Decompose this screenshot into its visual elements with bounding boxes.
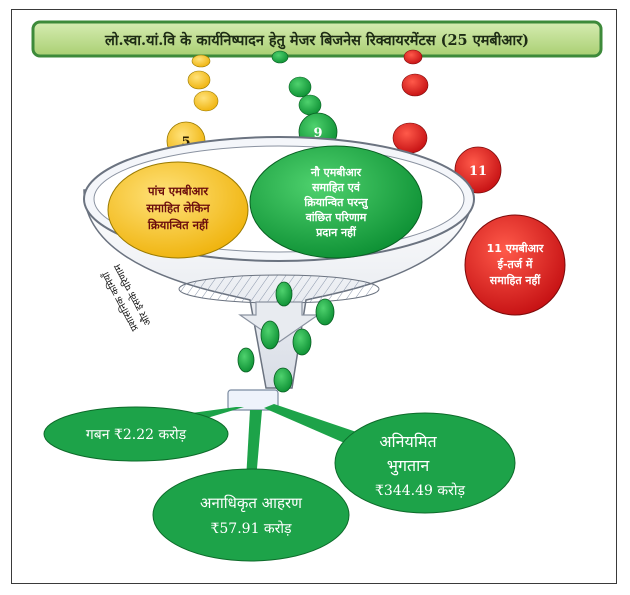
title-text: लो.स्वा.यां.वि के कार्यनिष्पादन हेतु मेज… bbox=[104, 31, 529, 50]
green-leaf bbox=[237, 347, 255, 373]
green-leaf bbox=[315, 298, 335, 326]
green-group-line: प्रदान नहीं bbox=[315, 225, 357, 239]
yellow-count: 5 bbox=[181, 135, 190, 150]
yellow-group-line: समाहित लेकिन bbox=[145, 201, 210, 215]
yellow-dot bbox=[191, 54, 211, 68]
green-dot bbox=[271, 50, 289, 64]
yellow-dot bbox=[187, 70, 211, 90]
green-dot bbox=[298, 94, 322, 116]
yellow-group-line: क्रियान्वित नहीं bbox=[147, 218, 209, 232]
embezzlement-text: गबन ₹2.22 करोड़ bbox=[86, 426, 187, 443]
outcome-unauthorized-withdrawal: अनाधिकृत आहरण ₹57.91 करोड़ bbox=[152, 468, 350, 562]
irregular-line: ₹344.49 करोड़ bbox=[375, 482, 465, 499]
connector-unauthorized bbox=[246, 410, 262, 480]
green-leaf bbox=[275, 281, 293, 307]
green-group-line: नौ एमबीआर bbox=[310, 165, 362, 179]
irregular-line: अनियमित bbox=[379, 432, 437, 451]
green-leaf bbox=[260, 320, 280, 350]
red-count: 11 bbox=[469, 164, 487, 179]
unauthorized-line: ₹57.91 करोड़ bbox=[210, 520, 292, 537]
green-group-line: क्रियान्वित परन्तु bbox=[303, 195, 368, 210]
irregular-line: भुगतान bbox=[387, 456, 431, 476]
red-group-line: 11 एमबीआर bbox=[487, 241, 544, 255]
title-banner: लो.स्वा.यां.वि के कार्यनिष्पादन हेतु मेज… bbox=[31, 20, 603, 58]
green-leaf bbox=[273, 367, 293, 393]
green-group-line: समाहित एवं bbox=[311, 180, 361, 194]
yellow-group: पांच एमबीआर समाहित लेकिन क्रियान्वित नही… bbox=[107, 161, 249, 259]
red-dot bbox=[403, 49, 423, 65]
green-count: 9 bbox=[313, 126, 322, 141]
down-arrow bbox=[238, 301, 320, 343]
green-leaf bbox=[292, 328, 312, 356]
red-dot bbox=[401, 73, 429, 97]
outcome-irregular-payment: अनियमित भुगतान ₹344.49 करोड़ bbox=[334, 412, 516, 514]
green-group-line: वांछित परिणाम bbox=[305, 210, 367, 224]
green-dot bbox=[288, 76, 312, 98]
yellow-dot bbox=[193, 90, 219, 112]
outcome-embezzlement: गबन ₹2.22 करोड़ bbox=[43, 406, 229, 462]
red-group-line: समाहित नहीं bbox=[489, 273, 542, 287]
green-group: नौ एमबीआर समाहित एवं क्रियान्वित परन्तु … bbox=[249, 145, 423, 259]
red-dot bbox=[392, 122, 428, 154]
funnel-side-label: प्रशासनिक कमियाँ और इसके परिणाम bbox=[99, 261, 154, 333]
red-group-line: ई-तर्ज में bbox=[497, 257, 534, 271]
unauthorized-line: अनाधिकृत आहरण bbox=[200, 494, 303, 513]
red-group: 11 एमबीआर ई-तर्ज में समाहित नहीं bbox=[464, 214, 566, 316]
yellow-group-line: पांच एमबीआर bbox=[147, 184, 209, 198]
